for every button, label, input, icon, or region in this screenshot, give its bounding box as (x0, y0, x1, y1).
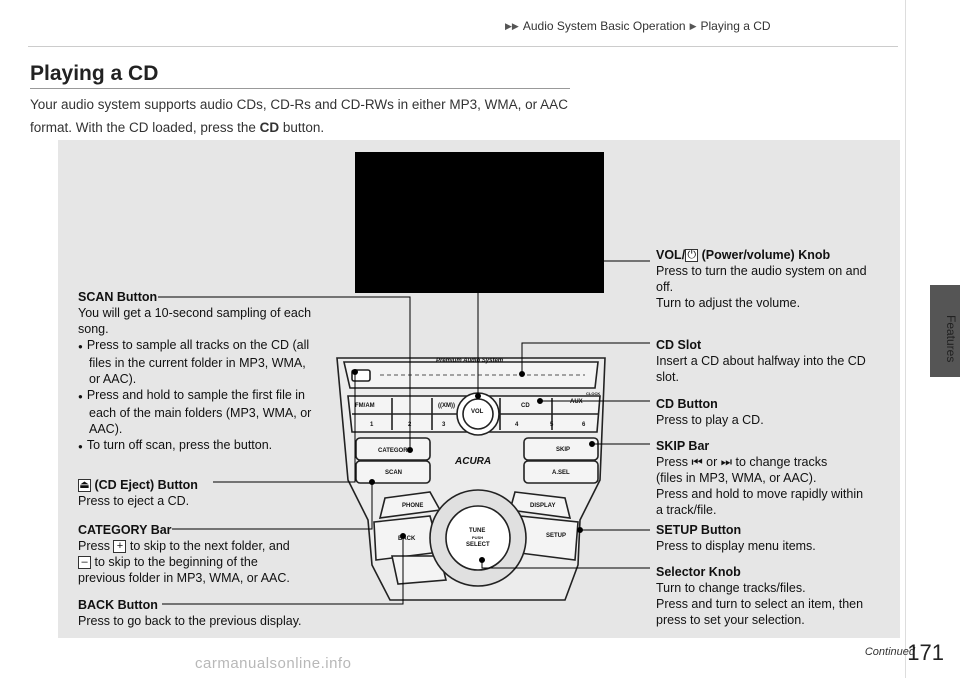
skip-callout: SKIP Bar Press ⏮ or ⏭ to change tracks (… (656, 439, 864, 517)
cd-bold: CD (259, 120, 280, 135)
preset-3: 3 (442, 422, 446, 428)
category-label: CATEGORY (378, 448, 411, 454)
scan-button (355, 460, 431, 484)
setup-label: SETUP (546, 533, 566, 539)
preset-5: 5 (550, 422, 554, 428)
vol-desc-2: Turn to adjust the volume. (656, 296, 801, 310)
back-title: BACK Button (78, 598, 158, 612)
leader-eject (213, 372, 356, 483)
clock-label: CLOCK (586, 391, 600, 396)
xm-label: ((XM)) (438, 403, 455, 409)
skip-label: SKIP (556, 447, 570, 453)
display-screen (355, 152, 604, 293)
back-desc: Press to go back to the previous display… (78, 614, 302, 628)
leader-back (162, 536, 404, 605)
phone-label: PHONE (402, 503, 423, 509)
scan-bullet-2: Press and hold to sample the first file … (78, 387, 318, 437)
cdslot-title: CD Slot (656, 338, 702, 352)
eject-callout: ⏏ (CD Eject) Button Press to eject a CD. (78, 477, 218, 509)
scan-desc: You will get a 10-second sampling of eac… (78, 306, 312, 336)
sidebar-divider (905, 0, 906, 678)
select-label: SELECT (466, 542, 490, 548)
arrow-icon: ▶▶ (505, 20, 519, 31)
push-label: PUSH (472, 535, 483, 540)
preset-1: 1 (370, 422, 374, 428)
preset-6: 6 (582, 422, 586, 428)
scan-bullet-1: Press to sample all tracks on the CD (al… (78, 337, 318, 387)
vol-desc-1: Press to turn the audio system on and of… (656, 264, 867, 294)
eject-desc: Press to eject a CD. (78, 494, 190, 508)
scan-callout: SCAN Button You will get a 10-second sam… (78, 289, 318, 455)
selector-knob (445, 505, 511, 571)
arrow-icon: ▶ (689, 20, 697, 31)
skip-forward-icon: ⏭ (720, 455, 733, 469)
setup-desc: Press to display menu items. (656, 539, 816, 553)
selector-callout: Selector Knob Turn to change tracks/file… (656, 564, 871, 628)
scan-title: SCAN Button (78, 290, 158, 304)
back-label: BACK (398, 536, 416, 542)
skip-bar (523, 437, 599, 461)
cdbtn-callout: CD Button Press to play a CD. (656, 396, 871, 428)
plus-icon: + (113, 540, 127, 554)
vol-label: VOL (471, 409, 484, 415)
breadcrumb: ▶▶ Audio System Basic Operation ▶ Playin… (505, 19, 771, 33)
selector-desc-2: Press and turn to select an item, then p… (656, 597, 864, 627)
category-bar (355, 437, 431, 461)
page-title: Playing a CD (30, 62, 159, 85)
setup-title: SETUP Button (656, 523, 742, 537)
category-title: CATEGORY Bar (78, 523, 172, 537)
vol-callout: VOL/⏻ (Power/volume) Knob Press to turn … (656, 247, 871, 311)
cdbtn-desc: Press to play a CD. (656, 413, 764, 427)
cd-label: CD (521, 403, 530, 409)
leader-scan (158, 296, 411, 450)
header-divider (28, 46, 898, 47)
preset-4: 4 (515, 422, 519, 428)
fmam-label: FM/AM (355, 403, 375, 409)
cdslot-callout: CD Slot Insert a CD about halfway into t… (656, 337, 871, 385)
breadcrumb-part-1[interactable]: Audio System Basic Operation (522, 19, 686, 33)
page-number: 171 (907, 640, 944, 665)
asel-button (523, 460, 599, 484)
leader-vol (477, 260, 650, 396)
section-tab-label: Features (944, 315, 958, 363)
selector-title: Selector Knob (656, 565, 741, 579)
eject-title: (CD Eject) Button (94, 478, 198, 492)
scan-label: SCAN (385, 470, 402, 476)
skip-back-icon: ⏮ (691, 455, 703, 469)
display-label: DISPLAY (530, 503, 555, 509)
tune-label: TUNE (469, 528, 485, 534)
intro-text: Your audio system supports audio CDs, CD… (30, 97, 568, 135)
selector-desc-1: Turn to change tracks/files. (656, 581, 806, 595)
title-underline (30, 88, 570, 89)
continued-label: Continued (864, 646, 915, 658)
leader-cdslot (521, 342, 650, 374)
power-icon: ⏻ (685, 249, 699, 263)
aux-label: AUX (570, 399, 583, 405)
back-callout: BACK Button Press to go back to the prev… (78, 597, 338, 629)
eject-icon: ⏏ (78, 479, 91, 493)
asel-label: A.SEL (552, 470, 570, 476)
watermark: carmanualsonline.info (195, 655, 352, 672)
setup-callout: SETUP Button Press to display menu items… (656, 522, 871, 554)
leader-category (172, 482, 373, 530)
premium-audio-label: Premium Audio System (436, 358, 504, 364)
category-callout: CATEGORY Bar Press + to skip to the next… (78, 523, 290, 585)
breadcrumb-part-2[interactable]: Playing a CD (700, 19, 771, 33)
minus-icon: – (78, 556, 91, 570)
acura-logo: ACURA (454, 456, 491, 467)
cdbtn-title: CD Button (656, 397, 718, 411)
section-tab[interactable] (930, 285, 960, 377)
skip-title: SKIP Bar (656, 439, 710, 453)
scan-bullet-3: To turn off scan, press the button. (78, 437, 318, 455)
cdslot-desc: Insert a CD about halfway into the CD sl… (656, 354, 866, 384)
